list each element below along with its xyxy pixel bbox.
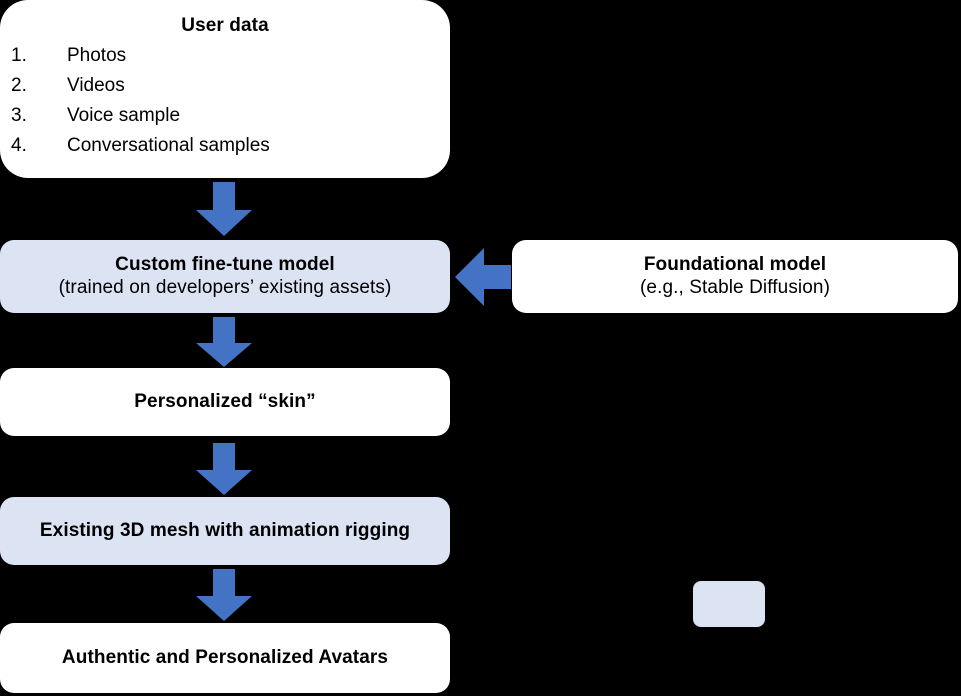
node-authentic-personalized-avatars-title: Authentic and Personalized Avatars (61, 646, 389, 668)
node-authentic-personalized-avatars[interactable]: Authentic and Personalized Avatars (0, 623, 450, 693)
list-item: 2. Videos (11, 71, 461, 101)
node-foundational-model-title: Foundational model (643, 254, 827, 276)
list-item: 4. Conversational samples (11, 131, 461, 161)
list-item-number: 1. (11, 45, 27, 67)
node-foundational-model-subtitle: (e.g., Stable Diffusion) (639, 276, 831, 298)
arrow-down-icon-mesh-to-avatars (196, 569, 252, 621)
node-foundational-model[interactable]: Foundational model (e.g., Stable Diffusi… (512, 240, 958, 313)
accent-rectangle-empty[interactable] (693, 581, 765, 627)
arrow-left-icon-foundational-to-finetune (455, 248, 511, 306)
list-item-label: Videos (67, 75, 125, 97)
list-item: 3. Voice sample (11, 101, 461, 131)
list-item-number: 3. (11, 105, 27, 127)
node-custom-fine-tune-model[interactable]: Custom fine-tune model (trained on devel… (0, 240, 450, 313)
node-personalized-skin[interactable]: Personalized “skin” (0, 368, 450, 436)
node-personalized-skin-title: Personalized “skin” (134, 390, 316, 412)
node-existing-3d-mesh-title: Existing 3D mesh with animation rigging (39, 519, 411, 541)
node-user-data[interactable]: User data 1. Photos 2. Videos 3. Voice s… (0, 0, 450, 178)
list-item-number: 2. (11, 75, 27, 97)
node-user-data-title: User data (181, 15, 269, 36)
user-data-list: 1. Photos 2. Videos 3. Voice sample 4. C… (0, 41, 461, 161)
node-existing-3d-mesh[interactable]: Existing 3D mesh with animation rigging (0, 497, 450, 565)
list-item-label: Voice sample (67, 105, 181, 127)
node-custom-fine-tune-model-title: Custom fine-tune model (115, 254, 335, 276)
node-custom-fine-tune-model-subtitle: (trained on developers’ existing assets) (58, 276, 392, 298)
list-item-label: Conversational samples (67, 135, 270, 157)
list-item-number: 4. (11, 135, 27, 157)
list-item-label: Photos (67, 45, 127, 67)
arrow-down-icon-skin-to-mesh (196, 443, 252, 495)
arrow-down-icon-finetune-to-skin (196, 317, 252, 367)
list-item: 1. Photos (11, 41, 461, 71)
arrow-down-icon-user-data-to-finetune (196, 182, 252, 236)
